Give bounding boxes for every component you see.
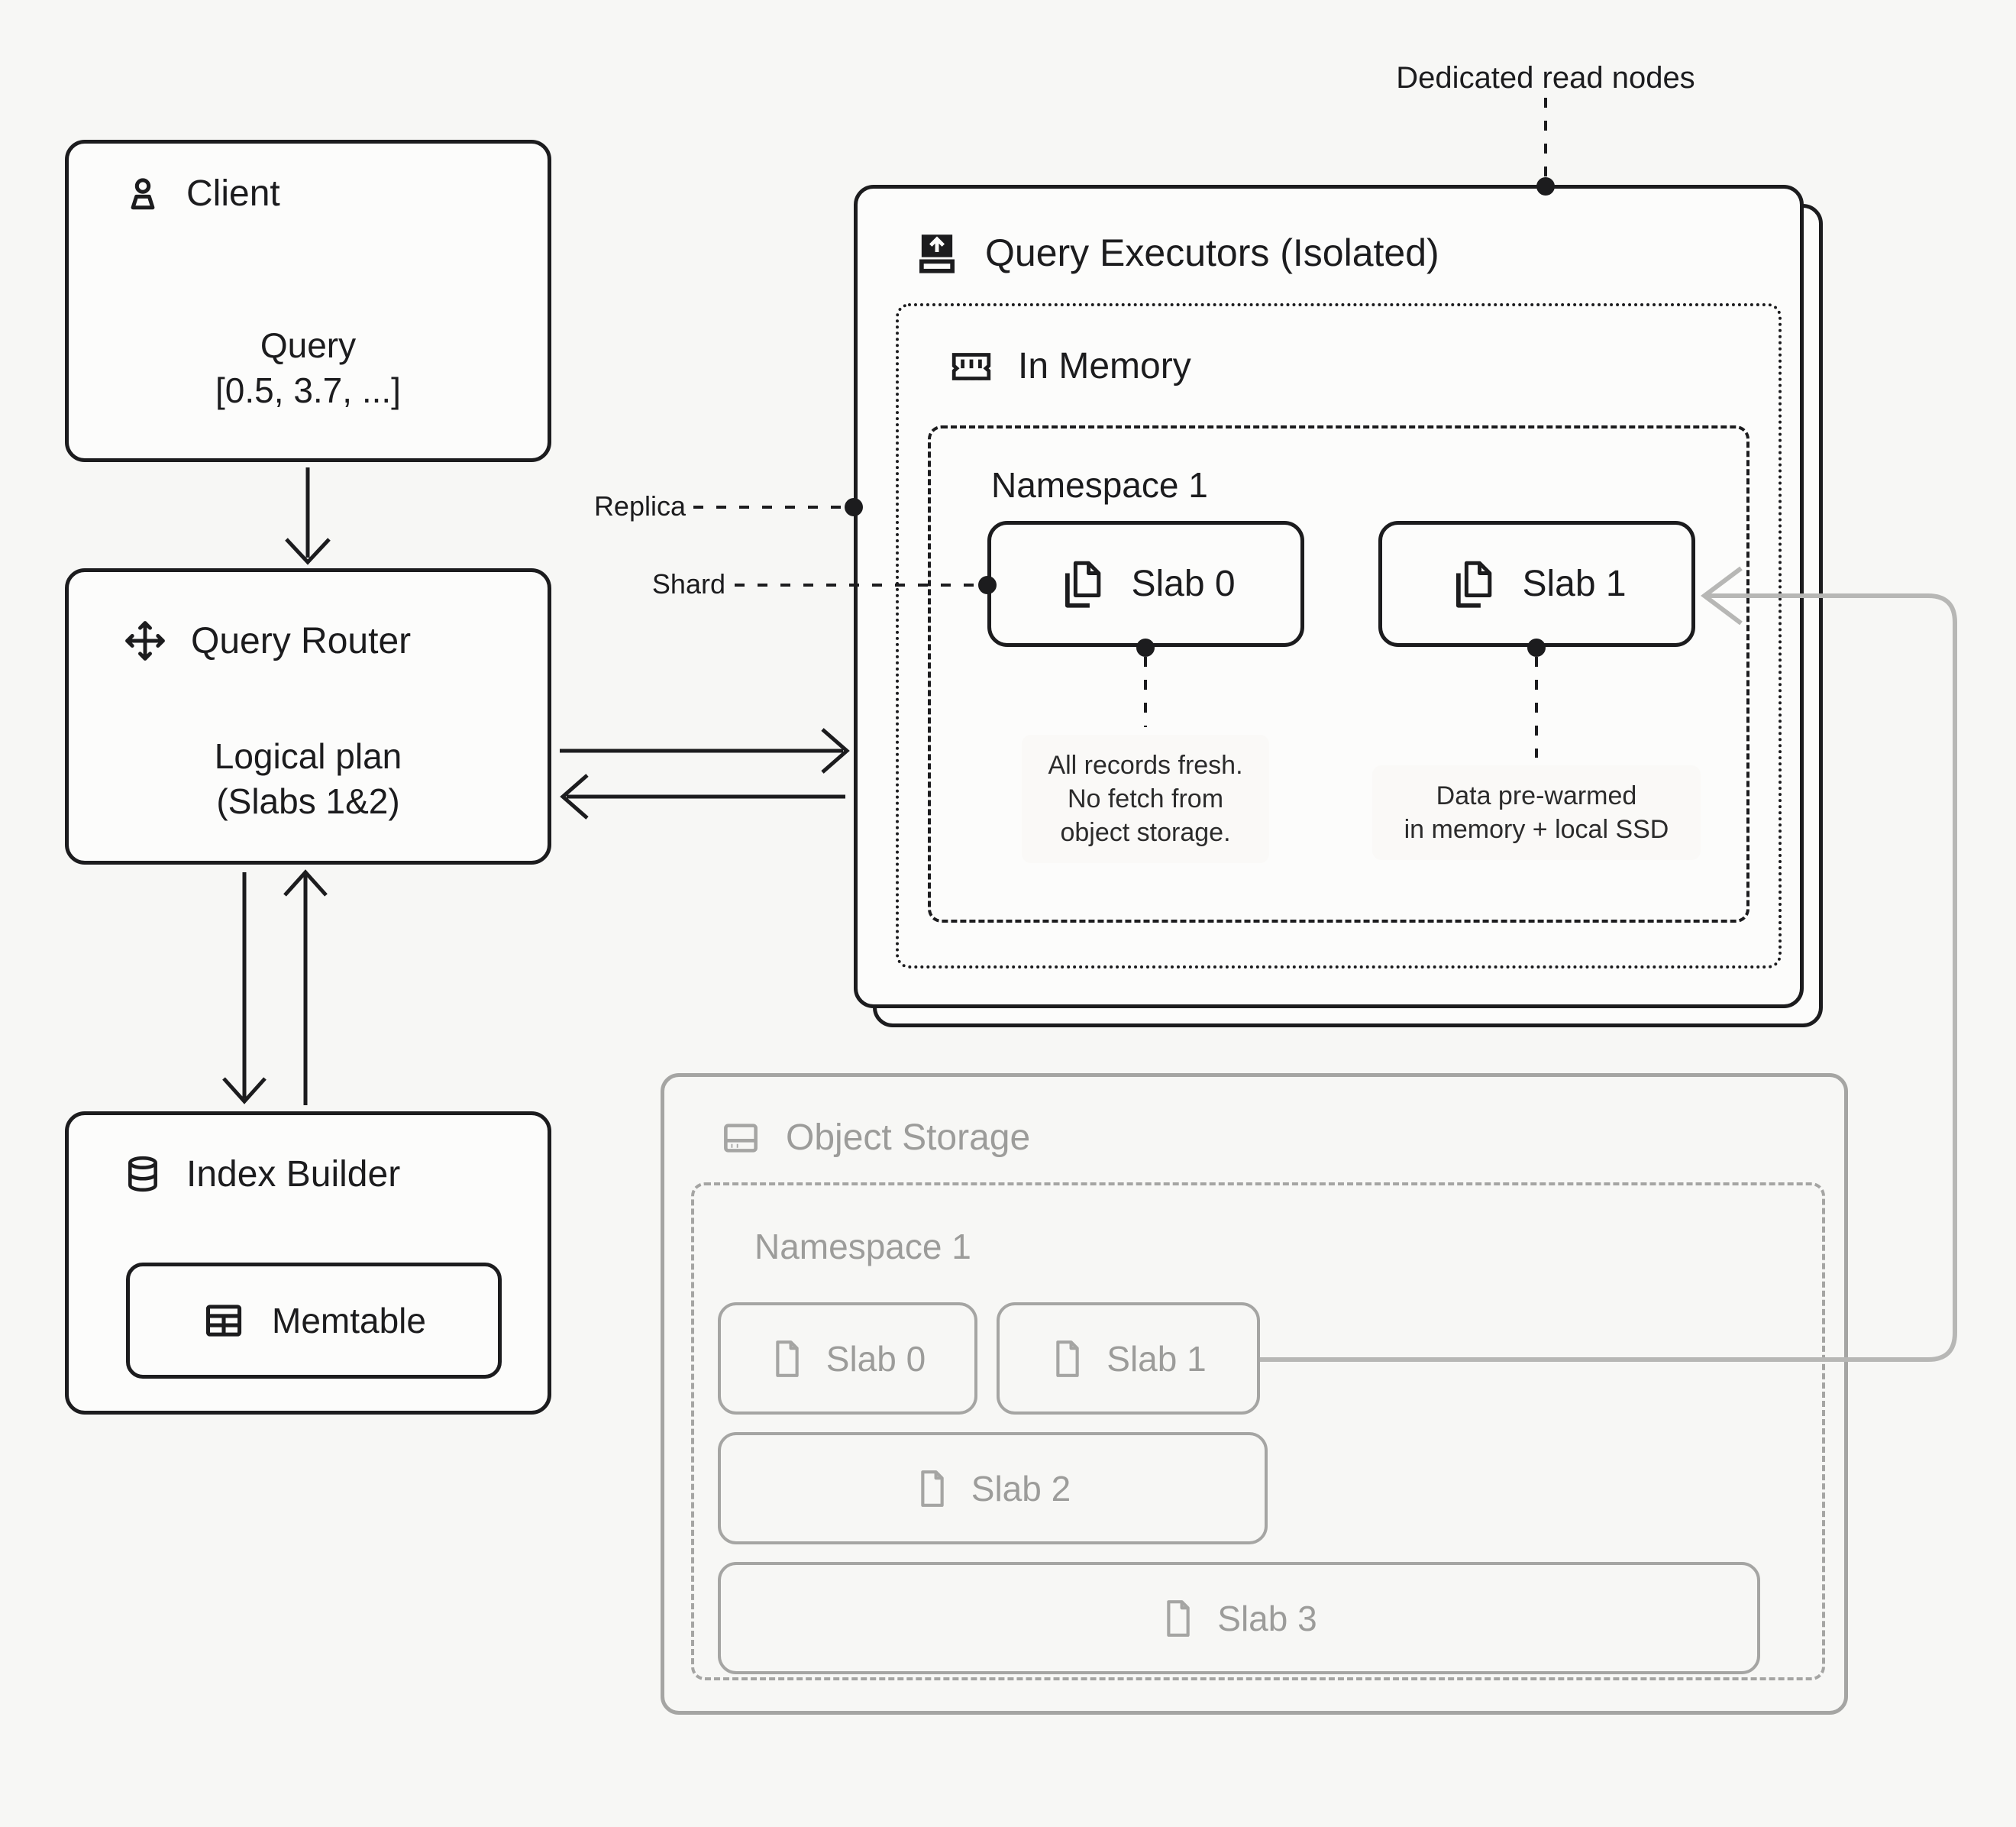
memory-slab-0-label: Slab 0	[1131, 564, 1236, 604]
memory-slab-1: Slab 1	[1378, 521, 1695, 647]
query-router-title: Query Router	[191, 620, 412, 661]
hard-drive-upload-icon	[919, 234, 955, 273]
storage-slab-2-label: Slab 2	[971, 1468, 1071, 1508]
memory-stick-icon	[951, 352, 991, 380]
query-router-title-row: Query Router	[124, 619, 411, 662]
storage-slab-0-label: Slab 0	[825, 1338, 926, 1379]
files-icon	[1065, 561, 1101, 608]
in-memory-title-row: In Memory	[949, 345, 1191, 387]
query-executors-title: Query Executors (Isolated)	[985, 231, 1439, 274]
client-body: Query [0.5, 3.7, ...]	[215, 325, 401, 410]
object-storage-box	[661, 1073, 1848, 1715]
file-icon	[776, 1340, 799, 1377]
slab-1-note: Data pre-warmed in memory + local SSD	[1372, 765, 1701, 860]
index-builder-title-row: Index Builder	[124, 1152, 400, 1196]
arrow-router-to-executors-head	[821, 728, 850, 774]
query-router-box: Query Router Logical plan (Slabs 1&2)	[65, 568, 551, 865]
database-icon	[128, 1156, 157, 1192]
storage-slab-1-label: Slab 1	[1107, 1338, 1207, 1379]
file-icon	[1056, 1340, 1080, 1377]
table-icon	[205, 1305, 242, 1337]
arrow-client-to-router-head	[285, 538, 331, 565]
storage-slab-3: Slab 3	[718, 1562, 1760, 1674]
files-icon	[1456, 561, 1492, 608]
object-storage-title-row: Object Storage	[720, 1117, 1030, 1159]
file-icon	[921, 1470, 944, 1507]
memory-slab-1-label: Slab 1	[1522, 564, 1627, 604]
client-title: Client	[186, 173, 280, 214]
memory-slab-0: Slab 0	[987, 521, 1304, 647]
storage-slab-3-label: Slab 3	[1217, 1598, 1317, 1638]
memtable-label: Memtable	[272, 1301, 426, 1340]
storage-namespace-title: Namespace 1	[754, 1227, 971, 1266]
shard-label: Shard	[651, 568, 725, 600]
in-memory-title: In Memory	[1018, 346, 1191, 386]
query-router-body: Logical plan (Slabs 1&2)	[214, 736, 402, 821]
index-builder-title: Index Builder	[186, 1153, 401, 1195]
memtable-box: Memtable	[126, 1263, 502, 1379]
client-box: Client Query [0.5, 3.7, ...]	[65, 140, 551, 462]
storage-namespace-box	[691, 1182, 1825, 1680]
storage-slab-0: Slab 0	[718, 1302, 977, 1415]
slab-0-note: All records fresh. No fetch from object …	[1022, 735, 1269, 863]
arrow-executors-to-router-head	[560, 774, 589, 820]
replica-label: Replica	[593, 490, 686, 522]
arrow-router-to-index-head	[222, 1077, 267, 1104]
client-title-row: Client	[124, 173, 280, 215]
query-executors-title-row: Query Executors (Isolated)	[913, 229, 1439, 276]
index-builder-box: Index Builder Memtable	[65, 1111, 551, 1415]
arrow-index-to-router-head	[283, 869, 328, 897]
memory-namespace-title: Namespace 1	[991, 465, 1208, 505]
move-icon	[125, 621, 165, 661]
object-storage-title: Object Storage	[786, 1117, 1031, 1158]
storage-slab-1: Slab 1	[997, 1302, 1260, 1415]
user-icon	[131, 177, 155, 209]
storage-slab-2: Slab 2	[718, 1432, 1268, 1544]
dedicated-read-nodes-label: Dedicated read nodes	[1396, 61, 1695, 95]
file-icon	[1167, 1599, 1191, 1637]
hard-drive-icon	[724, 1123, 758, 1153]
